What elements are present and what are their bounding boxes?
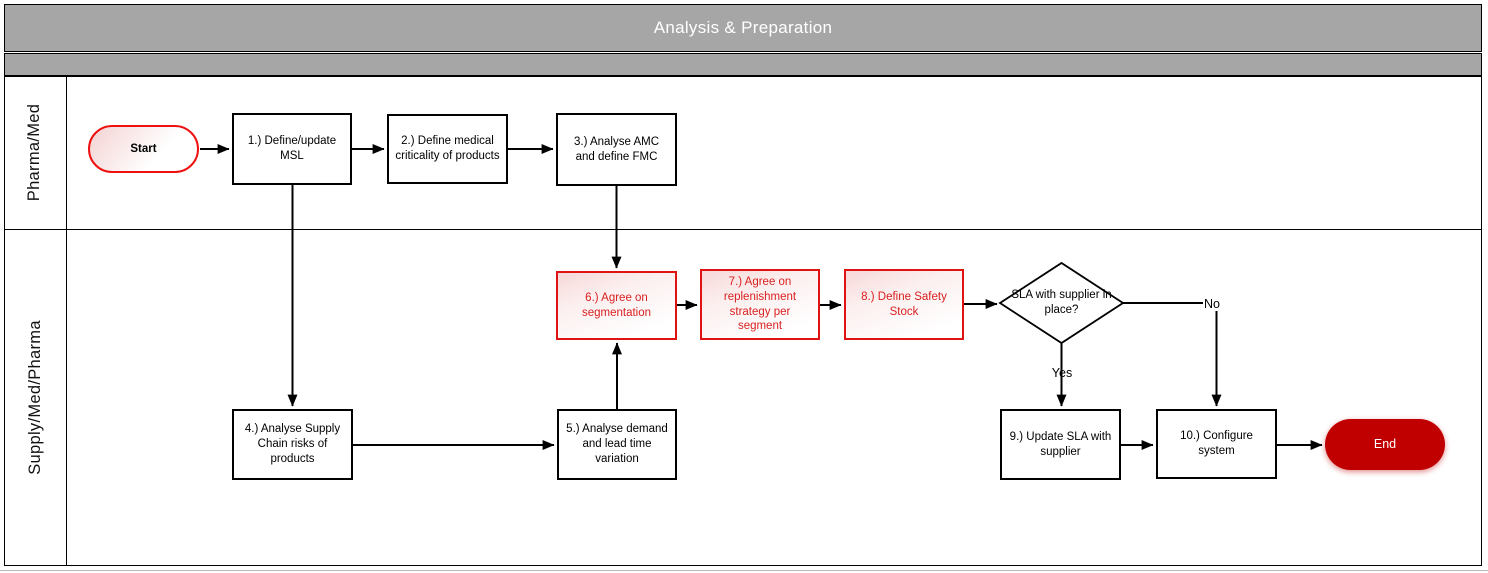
step-5-box: 5.) Analyse demand and lead time variati… bbox=[557, 409, 677, 480]
step-10-box: 10.) Configure system bbox=[1156, 409, 1277, 479]
step-1-box: 1.) Define/update MSL bbox=[232, 113, 352, 185]
lane-label-pharma-med-text: Pharma/Med bbox=[25, 103, 44, 202]
step-10-label: 10.) Configure system bbox=[1180, 430, 1253, 457]
step-3-box: 3.) Analyse AMC and define FMC bbox=[556, 113, 677, 186]
decision-yes-label: Yes bbox=[1051, 366, 1073, 380]
step-2-box: 2.) Define medical criticality of produc… bbox=[387, 114, 508, 184]
phase-sub-band bbox=[4, 53, 1482, 76]
end-node-label: End bbox=[1373, 437, 1397, 452]
step-8-label: 8.) Define Safety Stock bbox=[861, 290, 947, 318]
phase-title: Analysis & Preparation bbox=[653, 18, 833, 37]
step-4-label: 4.) Analyse Supply Chain risks of produc… bbox=[244, 423, 341, 465]
decision-text: SLA with supplier in place? bbox=[1011, 289, 1112, 316]
step-6-box: 6.) Agree on segmentation bbox=[556, 271, 677, 340]
end-node: End bbox=[1325, 419, 1445, 470]
step-8-box: 8.) Define Safety Stock bbox=[844, 269, 964, 340]
phase-title-bar: Analysis & Preparation bbox=[4, 4, 1482, 52]
step-1-label: 1.) Define/update MSL bbox=[247, 135, 337, 162]
decision-no-label: No bbox=[1203, 297, 1221, 311]
step-3-label: 3.) Analyse AMC and define FMC bbox=[573, 135, 659, 163]
decision-diamond-label: SLA with supplier in place? bbox=[1004, 273, 1119, 333]
step-5-label: 5.) Analyse demand and lead time variati… bbox=[566, 423, 668, 465]
step-4-box: 4.) Analyse Supply Chain risks of produc… bbox=[232, 409, 353, 480]
start-node: Start bbox=[88, 125, 199, 173]
lane-label-pharma-med: Pharma/Med bbox=[4, 76, 66, 229]
lane-label-supply-med-pharma: Supply/Med/Pharma bbox=[4, 229, 66, 566]
step-2-label: 2.) Define medical criticality of produc… bbox=[395, 135, 500, 162]
step-9-label: 9.) Update SLA with supplier bbox=[1009, 430, 1112, 458]
step-6-label: 6.) Agree on segmentation bbox=[581, 291, 652, 319]
step-7-box: 7.) Agree on replenishment strategy per … bbox=[700, 269, 820, 340]
step-9-box: 9.) Update SLA with supplier bbox=[1000, 409, 1121, 480]
bottom-edge-line bbox=[0, 570, 1488, 571]
start-node-label: Start bbox=[130, 142, 157, 155]
lane-divider bbox=[4, 229, 1482, 230]
lane-label-column-divider bbox=[66, 76, 67, 566]
lane-label-supply-med-pharma-text: Supply/Med/Pharma bbox=[25, 320, 44, 475]
step-7-label: 7.) Agree on replenishment strategy per … bbox=[723, 275, 797, 333]
